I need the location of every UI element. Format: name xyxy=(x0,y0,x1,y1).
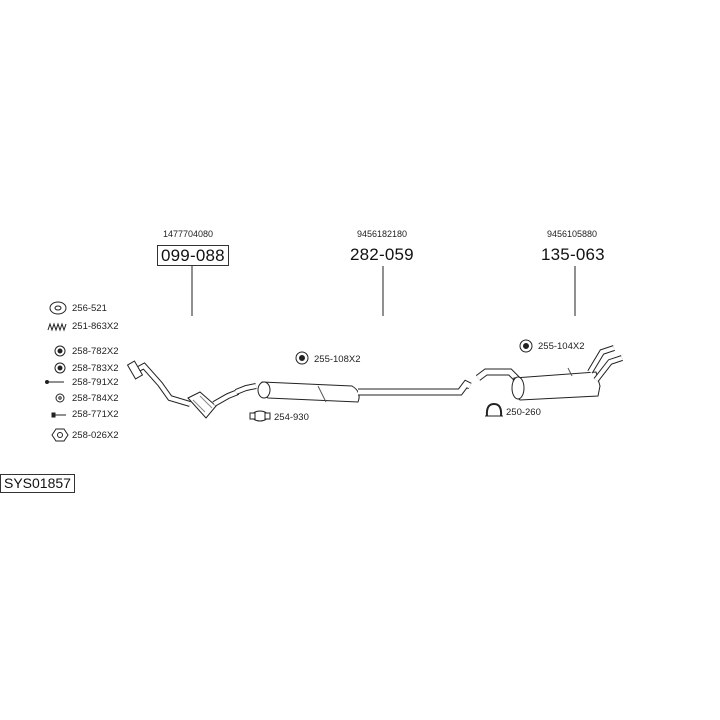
gasket-ring-icon xyxy=(49,301,67,315)
u-clamp-icon xyxy=(485,402,503,417)
washer-icon xyxy=(55,393,65,403)
legend-label-251-863X2[interactable]: 251-863X2 xyxy=(72,321,119,332)
part-number-099-088[interactable]: 099-088 xyxy=(157,245,229,266)
hex-nut-icon xyxy=(51,428,69,442)
middle-silencer xyxy=(257,379,472,403)
legend-label-258-026X2[interactable]: 258-026X2 xyxy=(72,430,119,441)
rubber-mount-icon-2 xyxy=(519,339,533,353)
bolt-icon-2 xyxy=(51,412,66,418)
accessory-label-255-108X2[interactable]: 255-108X2 xyxy=(314,354,361,365)
part-number-282-059[interactable]: 282-059 xyxy=(350,245,414,264)
legend-label-256-521[interactable]: 256-521 xyxy=(72,303,107,314)
oem-number-2: 9456182180 xyxy=(357,229,408,239)
nut-icon-1 xyxy=(54,345,66,357)
accessory-label-254-930[interactable]: 254-930 xyxy=(274,412,309,423)
legend-label-258-784X2[interactable]: 258-784X2 xyxy=(72,393,119,404)
rubber-mount-icon-1 xyxy=(295,351,309,365)
clamp-icon xyxy=(249,410,271,422)
oem-number-3: 9456105880 xyxy=(547,229,598,239)
oem-number-1: 1477704080 xyxy=(163,229,214,239)
bolt-icon-1 xyxy=(45,380,64,384)
accessory-label-250-260[interactable]: 250-260 xyxy=(506,407,541,418)
part-number-135-063[interactable]: 135-063 xyxy=(541,245,605,264)
legend-label-258-783X2[interactable]: 258-783X2 xyxy=(72,363,119,374)
legend-label-258-791X2[interactable]: 258-791X2 xyxy=(72,377,119,388)
rear-silencer xyxy=(475,345,623,401)
nut-icon-2 xyxy=(54,362,66,374)
accessory-label-255-104X2[interactable]: 255-104X2 xyxy=(538,341,585,352)
legend-label-258-782X2[interactable]: 258-782X2 xyxy=(72,346,119,357)
spring-icon xyxy=(47,322,67,332)
front-pipe-catalyst xyxy=(126,360,257,419)
system-code: SYS01857 xyxy=(0,474,75,493)
legend-label-258-771X2[interactable]: 258-771X2 xyxy=(72,409,119,420)
